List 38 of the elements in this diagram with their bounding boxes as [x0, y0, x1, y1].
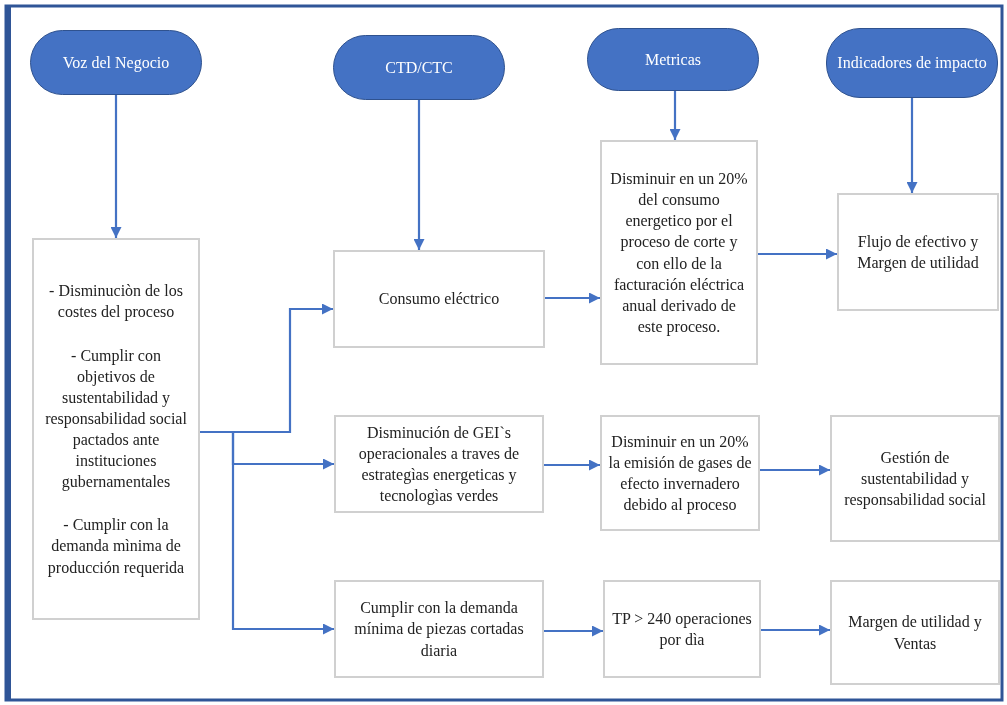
arrow	[669, 91, 681, 140]
process-box	[600, 140, 758, 365]
node-text: Margen de utilidad y Ventas	[847, 612, 983, 654]
node-text: CTD/CTC	[385, 57, 453, 78]
process-box	[603, 580, 761, 678]
node-text: Flujo de efectivo y Margen de utilidad	[856, 231, 980, 274]
process-box	[334, 580, 544, 678]
arrow	[200, 430, 334, 635]
process-box	[32, 238, 200, 620]
node-text: Disminuir en un 20% del consumo energetico por el proceso de corte y con ello de la facturación eléctrica anual derivado de este proceso.	[609, 169, 749, 337]
node-text: - Disminuciòn de los costes del proceso	[48, 281, 184, 323]
process-box	[333, 250, 545, 348]
arrow	[760, 464, 830, 476]
arrow	[758, 248, 837, 260]
node-text: Gestión de sustentabilidad y responsabilidad social	[843, 447, 987, 511]
node-text: Voz del Negocio	[62, 52, 170, 73]
node-text: Cumplir con la demanda mínima de piezas cortadas diaria	[353, 598, 525, 661]
header-pill	[826, 28, 998, 98]
process-box	[334, 415, 544, 513]
process-box	[837, 193, 999, 311]
node-text: Disminuir en un 20% la emisión de gases de efecto invernadero debido al proceso	[608, 431, 752, 516]
node-text: Disminución de GEI`s operacionales a traves de estrategìas energeticas y tecnologìas verdes	[357, 422, 521, 507]
arrow	[906, 98, 918, 193]
process-box	[600, 415, 760, 531]
arrow	[413, 100, 425, 250]
arrow	[110, 95, 122, 238]
node-text: - Cumplir con la demanda mìnima de producción requerida	[46, 515, 186, 578]
node-text: Metricas	[645, 49, 701, 70]
node-text: Indicadores de impacto	[837, 53, 987, 73]
process-box	[830, 580, 1000, 685]
arrow	[544, 459, 600, 471]
node-text: TP > 240 operaciones por dìa	[611, 608, 753, 651]
node-text: Consumo eléctrico	[378, 289, 500, 310]
arrow	[761, 624, 830, 636]
arrow	[544, 625, 603, 637]
node-text: - Cumplir con objetivos de sustentabilidad y responsabilidad social pactados ante instituciones gubernamentales	[44, 345, 188, 493]
process-box	[830, 415, 1000, 542]
arrow	[545, 292, 600, 304]
